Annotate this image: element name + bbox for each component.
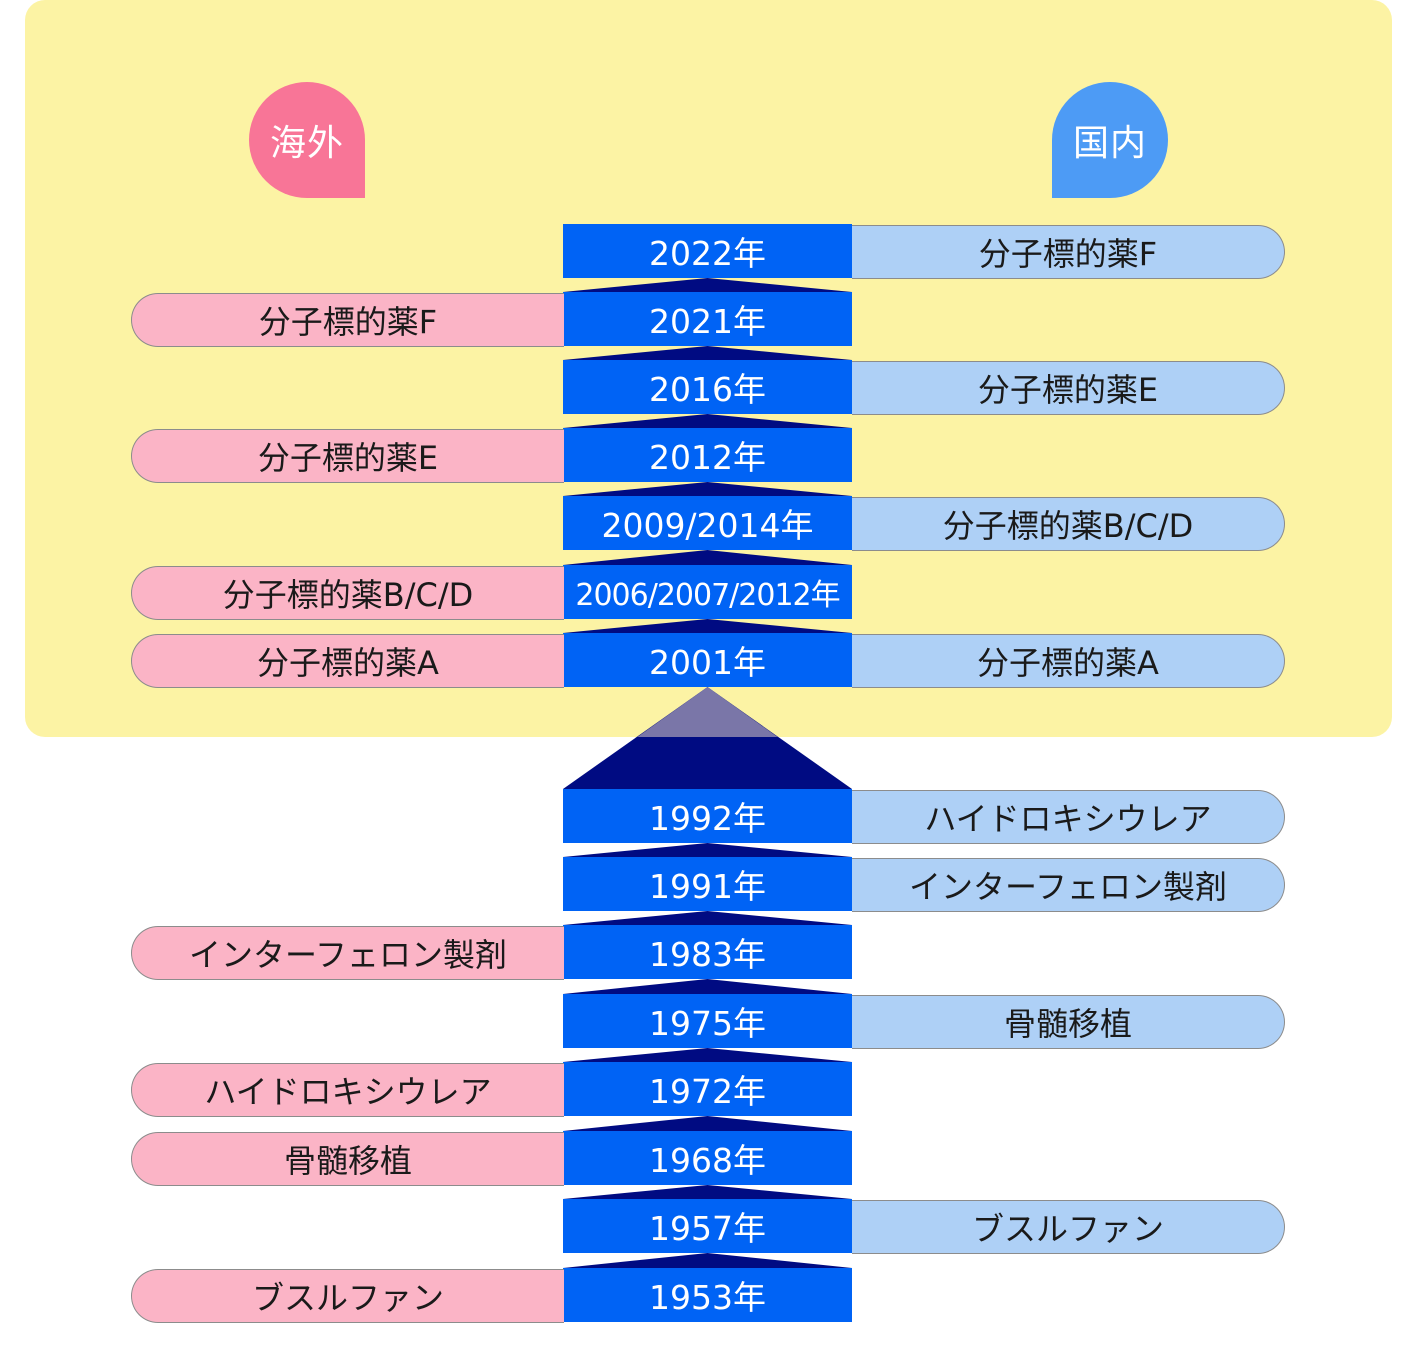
connector-arrow — [563, 843, 852, 857]
overseas-marker: 海外 — [249, 82, 365, 198]
year-box: 1968年 — [563, 1131, 852, 1185]
connector-arrow — [563, 1185, 852, 1199]
connector-arrow — [563, 550, 852, 565]
domestic-treatment-label: 分子標的薬F — [852, 225, 1285, 279]
year-box: 1953年 — [563, 1268, 852, 1322]
connector-arrow — [563, 278, 852, 292]
year-box: 1983年 — [563, 925, 852, 979]
overseas-treatment-label: 分子標的薬E — [131, 429, 564, 483]
large-connector-arrow-tip — [637, 687, 778, 737]
year-box: 2022年 — [563, 224, 852, 278]
connector-arrow — [563, 979, 852, 994]
overseas-treatment-label: 分子標的薬F — [131, 293, 564, 347]
overseas-treatment-label: 分子標的薬A — [131, 634, 564, 688]
overseas-treatment-label: 骨髄移植 — [131, 1132, 564, 1186]
year-box: 2009/2014年 — [563, 496, 852, 550]
connector-arrow — [563, 482, 852, 496]
year-box: 2001年 — [563, 633, 852, 687]
overseas-treatment-label: ハイドロキシウレア — [131, 1063, 564, 1117]
connector-arrow — [563, 911, 852, 925]
year-box: 1957年 — [563, 1199, 852, 1253]
year-box: 1992年 — [563, 789, 852, 843]
overseas-treatment-label: ブスルファン — [131, 1269, 564, 1323]
domestic-treatment-label: インターフェロン製剤 — [852, 858, 1285, 912]
year-box: 2016年 — [563, 360, 852, 414]
domestic-marker: 国内 — [1052, 82, 1168, 198]
domestic-treatment-label: 分子標的薬A — [852, 634, 1285, 688]
domestic-marker-label: 国内 — [1072, 123, 1147, 164]
overseas-marker-label: 海外 — [269, 123, 344, 164]
connector-arrow — [563, 414, 852, 428]
connector-arrow — [563, 1253, 852, 1268]
year-box: 1991年 — [563, 857, 852, 911]
year-box: 1975年 — [563, 994, 852, 1048]
year-box: 2021年 — [563, 292, 852, 346]
domestic-treatment-label: ハイドロキシウレア — [852, 790, 1285, 844]
connector-arrow — [563, 619, 852, 633]
domestic-treatment-label: 骨髄移植 — [852, 995, 1285, 1049]
overseas-treatment-label: インターフェロン製剤 — [131, 926, 564, 980]
connector-arrow — [563, 1116, 852, 1131]
domestic-treatment-label: ブスルファン — [852, 1200, 1285, 1254]
year-box: 2006/2007/2012年 — [563, 565, 852, 619]
overseas-treatment-label: 分子標的薬B/C/D — [131, 566, 564, 620]
connector-arrow — [563, 1048, 852, 1062]
large-connector-arrow — [563, 687, 852, 789]
connector-arrow — [563, 346, 852, 360]
domestic-treatment-label: 分子標的薬E — [852, 361, 1285, 415]
year-box: 2012年 — [563, 428, 852, 482]
domestic-treatment-label: 分子標的薬B/C/D — [852, 497, 1285, 551]
year-box: 1972年 — [563, 1062, 852, 1116]
